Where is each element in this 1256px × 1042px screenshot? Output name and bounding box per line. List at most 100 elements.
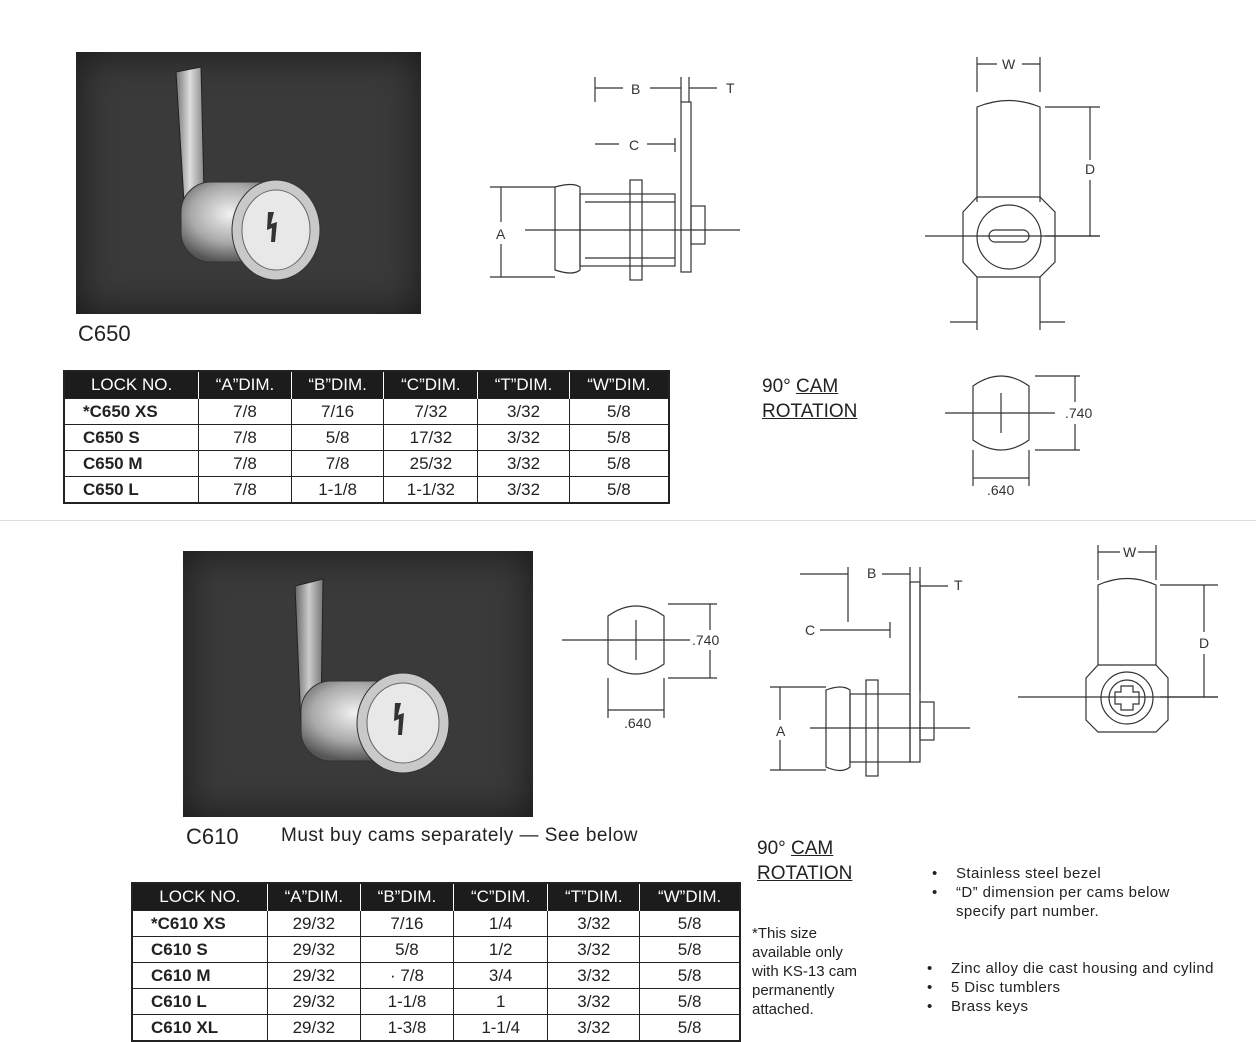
dimension-cell: 3/32 [547, 936, 641, 963]
cam-angle: 90° [762, 376, 791, 397]
c650-side-view-drawing: B T C A [490, 77, 740, 281]
dimension-cell: 3/32 [547, 1014, 641, 1042]
dimension-cell: 1/4 [452, 910, 549, 937]
dim-740-label: .740 [692, 632, 719, 648]
c650-spec-table: LOCK NO.“A”DIM.“B”DIM.“C”DIM.“T”DIM.“W”D… [63, 370, 670, 504]
size-availability-footnote: *This size available only with KS-13 cam… [752, 924, 857, 1019]
c610-cam-profile-drawing: .740 .640 [562, 603, 719, 731]
dim-640-label: .640 [987, 482, 1014, 498]
c610-cam-rotation-label: 90° CAM ROTATION [757, 836, 852, 886]
dimension-cell: 7/16 [359, 910, 455, 937]
c610-side-view-drawing: B T C A [770, 565, 970, 777]
column-header: LOCK NO. [64, 371, 200, 399]
dim-w-label: W [1123, 544, 1137, 560]
dimension-cell: 1-3/8 [359, 1014, 455, 1042]
c650-model-label: C650 [78, 321, 131, 346]
c650-front-view-drawing: W D [925, 56, 1100, 330]
c610-product-photo [183, 551, 533, 817]
dimension-cell: 1 [452, 988, 549, 1015]
dimension-cell: 17/32 [383, 424, 479, 451]
lock-number-cell: C610 M [131, 962, 268, 989]
dimension-cell: 29/32 [266, 910, 361, 937]
column-header: “A”DIM. [267, 883, 361, 911]
column-header: LOCK NO. [132, 883, 268, 911]
features-list-bottom: Zinc alloy die cast housing and cylind 5… [925, 959, 1256, 1016]
dimension-cell: 25/32 [383, 450, 479, 477]
feature-item: Brass keys [925, 997, 1256, 1016]
dimension-cell: 7/8 [198, 424, 292, 451]
dimension-cell: 3/32 [477, 450, 570, 477]
cam-angle: 90° [757, 838, 786, 859]
cam-word: CAM [796, 376, 839, 397]
column-header: “A”DIM. [198, 371, 292, 399]
dimension-cell: 1-1/8 [359, 988, 455, 1015]
lock-number-cell: C650 M [63, 450, 200, 477]
dim-a-label: A [496, 226, 506, 242]
c610-spec-table: LOCK NO.“A”DIM.“B”DIM.“C”DIM.“T”DIM.“W”D… [131, 882, 741, 1042]
dimension-cell: 29/32 [266, 936, 361, 963]
column-header: “W”DIM. [569, 371, 669, 399]
dimension-cell: 29/32 [266, 988, 361, 1015]
dimension-cell: 5/8 [568, 398, 670, 425]
dimension-cell: 5/8 [639, 936, 741, 963]
footnote-line: attached. [752, 1001, 814, 1018]
feature-item: 5 Disc tumblers [925, 978, 1256, 997]
dim-t-label: T [954, 577, 963, 593]
cam-lock-image [294, 578, 450, 774]
feature-item: Zinc alloy die cast housing and cylind [925, 959, 1256, 978]
dimension-cell: 1-1/8 [290, 476, 385, 504]
section-divider [0, 520, 1256, 521]
dimension-cell: 5/8 [639, 988, 741, 1015]
dim-c-label: C [629, 137, 639, 153]
lock-number-cell: C650 S [63, 424, 200, 451]
footnote-line: available only [752, 944, 843, 961]
feature-item: Stainless steel bezel [930, 864, 1170, 883]
column-header: “T”DIM. [547, 883, 641, 911]
cam-lock-image [175, 66, 321, 281]
dimension-cell: 7/8 [198, 476, 292, 504]
footnote-line: with KS-13 cam [752, 963, 858, 980]
c650-cam-rotation-label: 90° CAM ROTATION [762, 374, 857, 424]
dimension-cell: 1/2 [452, 936, 549, 963]
dimension-cell: 5/8 [568, 476, 670, 504]
column-header: “B”DIM. [360, 883, 455, 911]
rotation-word: ROTATION [762, 401, 858, 422]
dim-a-label: A [776, 723, 786, 739]
dim-d-label: D [1085, 161, 1095, 177]
dimension-cell: 5/8 [568, 450, 670, 477]
c610-front-view-drawing: W D [1018, 544, 1218, 733]
c610-cams-note: Must buy cams separately — See below [281, 825, 638, 846]
lock-number-cell: *C650 XS [63, 398, 200, 425]
dimension-cell: 5/8 [290, 424, 385, 451]
lock-number-cell: C610 S [131, 936, 268, 963]
features-list-top: Stainless steel bezel “D” dimension per … [930, 864, 1170, 921]
dim-c-label: C [805, 622, 815, 638]
dim-b-label: B [867, 565, 876, 581]
dimension-cell: 7/8 [290, 450, 385, 477]
dimension-cell: 7/8 [198, 398, 292, 425]
lock-number-cell: C610 XL [131, 1014, 268, 1042]
dimension-cell: 29/32 [266, 962, 361, 989]
dimension-cell: 7/32 [383, 398, 479, 425]
column-header: “C”DIM. [453, 883, 549, 911]
column-header: “T”DIM. [477, 371, 570, 399]
c650-product-photo [76, 52, 421, 314]
rotation-word: ROTATION [757, 863, 853, 884]
dimension-cell: 3/32 [477, 398, 570, 425]
dimension-cell: 3/32 [477, 476, 570, 504]
dimension-cell: 3/32 [477, 424, 570, 451]
dimension-cell: 3/32 [547, 988, 641, 1015]
dimension-cell: 1-1/32 [383, 476, 479, 504]
c650-cam-profile-drawing: .740 .640 [945, 375, 1092, 498]
dimension-cell: 3/4 [452, 962, 549, 989]
dim-t-label: T [726, 80, 735, 96]
dim-w-label: W [1002, 56, 1016, 72]
dim-640-label: .640 [624, 715, 651, 731]
